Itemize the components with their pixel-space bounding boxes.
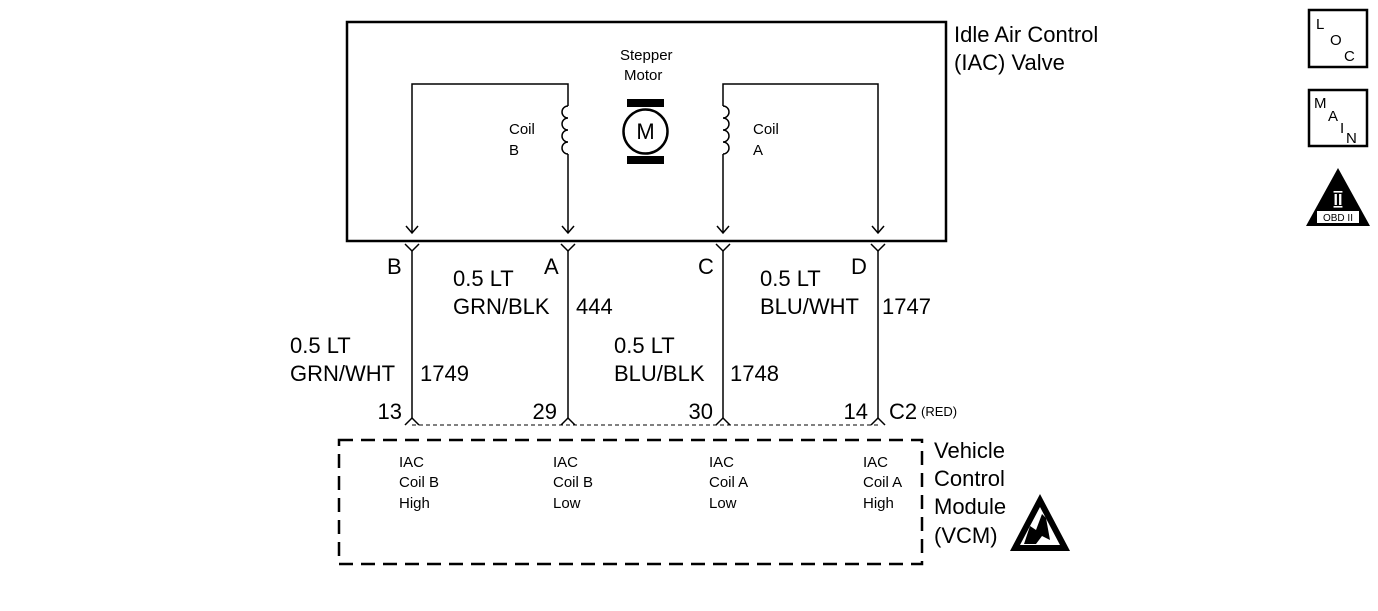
wire-444-circuit: 444 — [576, 294, 613, 319]
vcm-terminal-1-line2: Coil B — [399, 474, 439, 491]
svg-text:L: L — [1316, 16, 1324, 33]
wire-1749-color: GRN/WHT — [290, 361, 395, 386]
wire-1749-circuit: 1749 — [420, 361, 469, 386]
wire-1747-color: BLU/WHT — [760, 294, 859, 319]
valve-inner-arrowheads — [405, 225, 885, 235]
iac-valve-title-line1: Idle Air Control — [954, 22, 1098, 47]
vcm-title-line2: Control — [934, 466, 1005, 491]
wire-1748-color: BLU/BLK — [614, 361, 705, 386]
obd-ii-icon[interactable]: II OBD II — [1306, 168, 1370, 226]
c2-pin-14: 14 — [844, 399, 868, 424]
wire-1747-circuit: 1747 — [882, 294, 931, 319]
vcm-title-line3: Module — [934, 494, 1006, 519]
wire-444-color: GRN/BLK — [453, 294, 550, 319]
iac-valve-housing — [345, 20, 948, 243]
svg-text:I: I — [1340, 120, 1344, 137]
wire-444-gauge: 0.5 LT — [453, 266, 514, 291]
valve-connector-terminals — [404, 243, 886, 253]
wire-1748-circuit: 1748 — [730, 361, 779, 386]
wire-1749-gauge: 0.5 LT — [290, 333, 351, 358]
coil-b-label-line1: Coil — [509, 121, 535, 138]
connector-c2-color: (RED) — [921, 404, 957, 419]
stepper-motor-label-line1: Stepper — [620, 47, 673, 64]
coil-b-wiring — [411, 83, 569, 232]
svg-text:II: II — [1334, 192, 1343, 209]
svg-text:O: O — [1330, 32, 1342, 49]
connector-c2-name: C2 — [889, 399, 917, 424]
c2-pin-30: 30 — [689, 399, 713, 424]
svg-text:M: M — [1314, 95, 1327, 112]
svg-text:N: N — [1346, 130, 1357, 147]
valve-pin-c: C — [698, 254, 714, 279]
valve-pin-b: B — [387, 254, 402, 279]
harness-wires — [411, 251, 879, 418]
vcm-title-line4: (VCM) — [934, 523, 998, 548]
svg-text:C: C — [1344, 48, 1355, 65]
svg-text:OBD II: OBD II — [1323, 213, 1353, 224]
c2-connector-terminals — [404, 416, 886, 426]
main-icon[interactable]: M A I N — [1307, 88, 1369, 148]
c2-pin-29: 29 — [533, 399, 557, 424]
wire-1748-gauge: 0.5 LT — [614, 333, 675, 358]
vcm-terminal-2-line1: IAC — [553, 454, 578, 471]
vcm-terminal-2-line2: Coil B — [553, 474, 593, 491]
svg-text:A: A — [1328, 108, 1338, 125]
vcm-terminal-3-line3: Low — [709, 495, 737, 512]
stepper-motor-label-line2: Motor — [624, 67, 662, 84]
coil-a-label-line2: A — [753, 142, 763, 159]
loc-icon[interactable]: L O C — [1307, 8, 1369, 69]
coil-a-wiring — [722, 83, 879, 232]
esd-warning-icon — [1010, 494, 1070, 551]
vcm-terminal-3-line1: IAC — [709, 454, 734, 471]
motor-symbol: M — [636, 119, 654, 144]
vcm-terminal-3-line2: Coil A — [709, 474, 748, 491]
wire-1747-gauge: 0.5 LT — [760, 266, 821, 291]
coil-a-label-line1: Coil — [753, 121, 779, 138]
vcm-terminal-1-line1: IAC — [399, 454, 424, 471]
valve-pin-d: D — [851, 254, 867, 279]
vcm-terminal-2-line3: Low — [553, 495, 581, 512]
c2-pin-13: 13 — [378, 399, 402, 424]
vcm-terminal-4-line1: IAC — [863, 454, 888, 471]
coil-b-label-line2: B — [509, 142, 519, 159]
iac-valve-title-line2: (IAC) Valve — [954, 50, 1065, 75]
vcm-terminal-4-line2: Coil A — [863, 474, 902, 491]
vcm-terminal-1-line3: High — [399, 495, 430, 512]
valve-pin-a: A — [544, 254, 559, 279]
stepper-motor-icon — [622, 99, 669, 164]
vcm-terminal-4-line3: High — [863, 495, 894, 512]
vcm-title-line1: Vehicle — [934, 438, 1005, 463]
vcm-housing — [337, 438, 924, 566]
